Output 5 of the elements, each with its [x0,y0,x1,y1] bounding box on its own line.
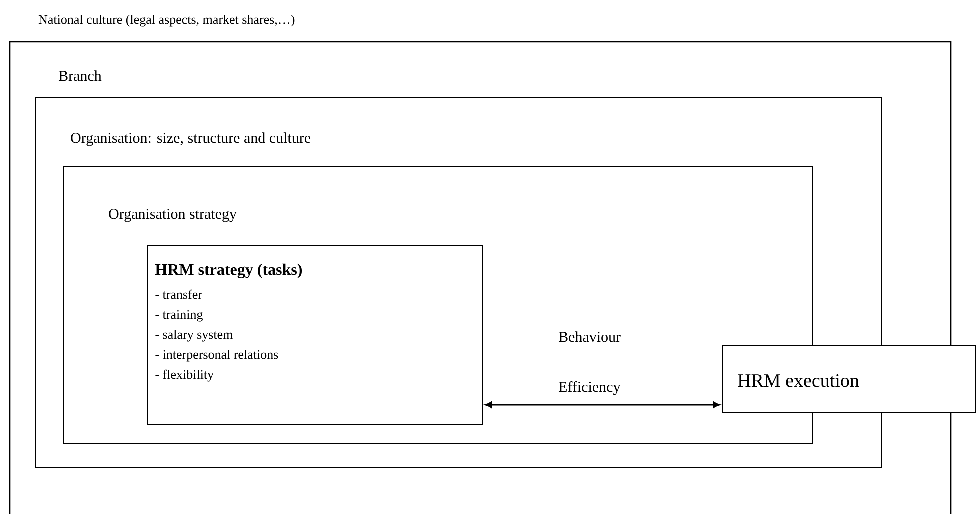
flow-label: Efficiency [558,381,621,396]
execution-box: HRM execution [722,345,976,414]
flow-label: Behaviour [558,332,621,342]
double-arrow [485,402,720,408]
strategy-box: HRM strategy (tasks) - transfer - training - salary system - interpersonal relations - flexibility [147,245,484,426]
